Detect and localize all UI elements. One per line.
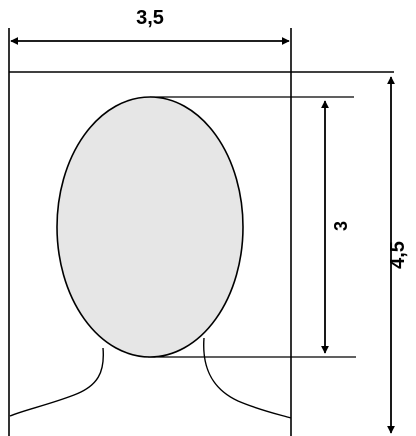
head-oval — [56, 96, 244, 358]
photo-height-dimension-label: 4,5 — [387, 241, 409, 269]
right-neck-shoulder-line — [203, 337, 292, 419]
width-dimension-label: 3,5 — [136, 7, 164, 29]
left-neck-shoulder-line — [9, 347, 105, 417]
face-height-dimension-label: 3 — [331, 221, 351, 231]
